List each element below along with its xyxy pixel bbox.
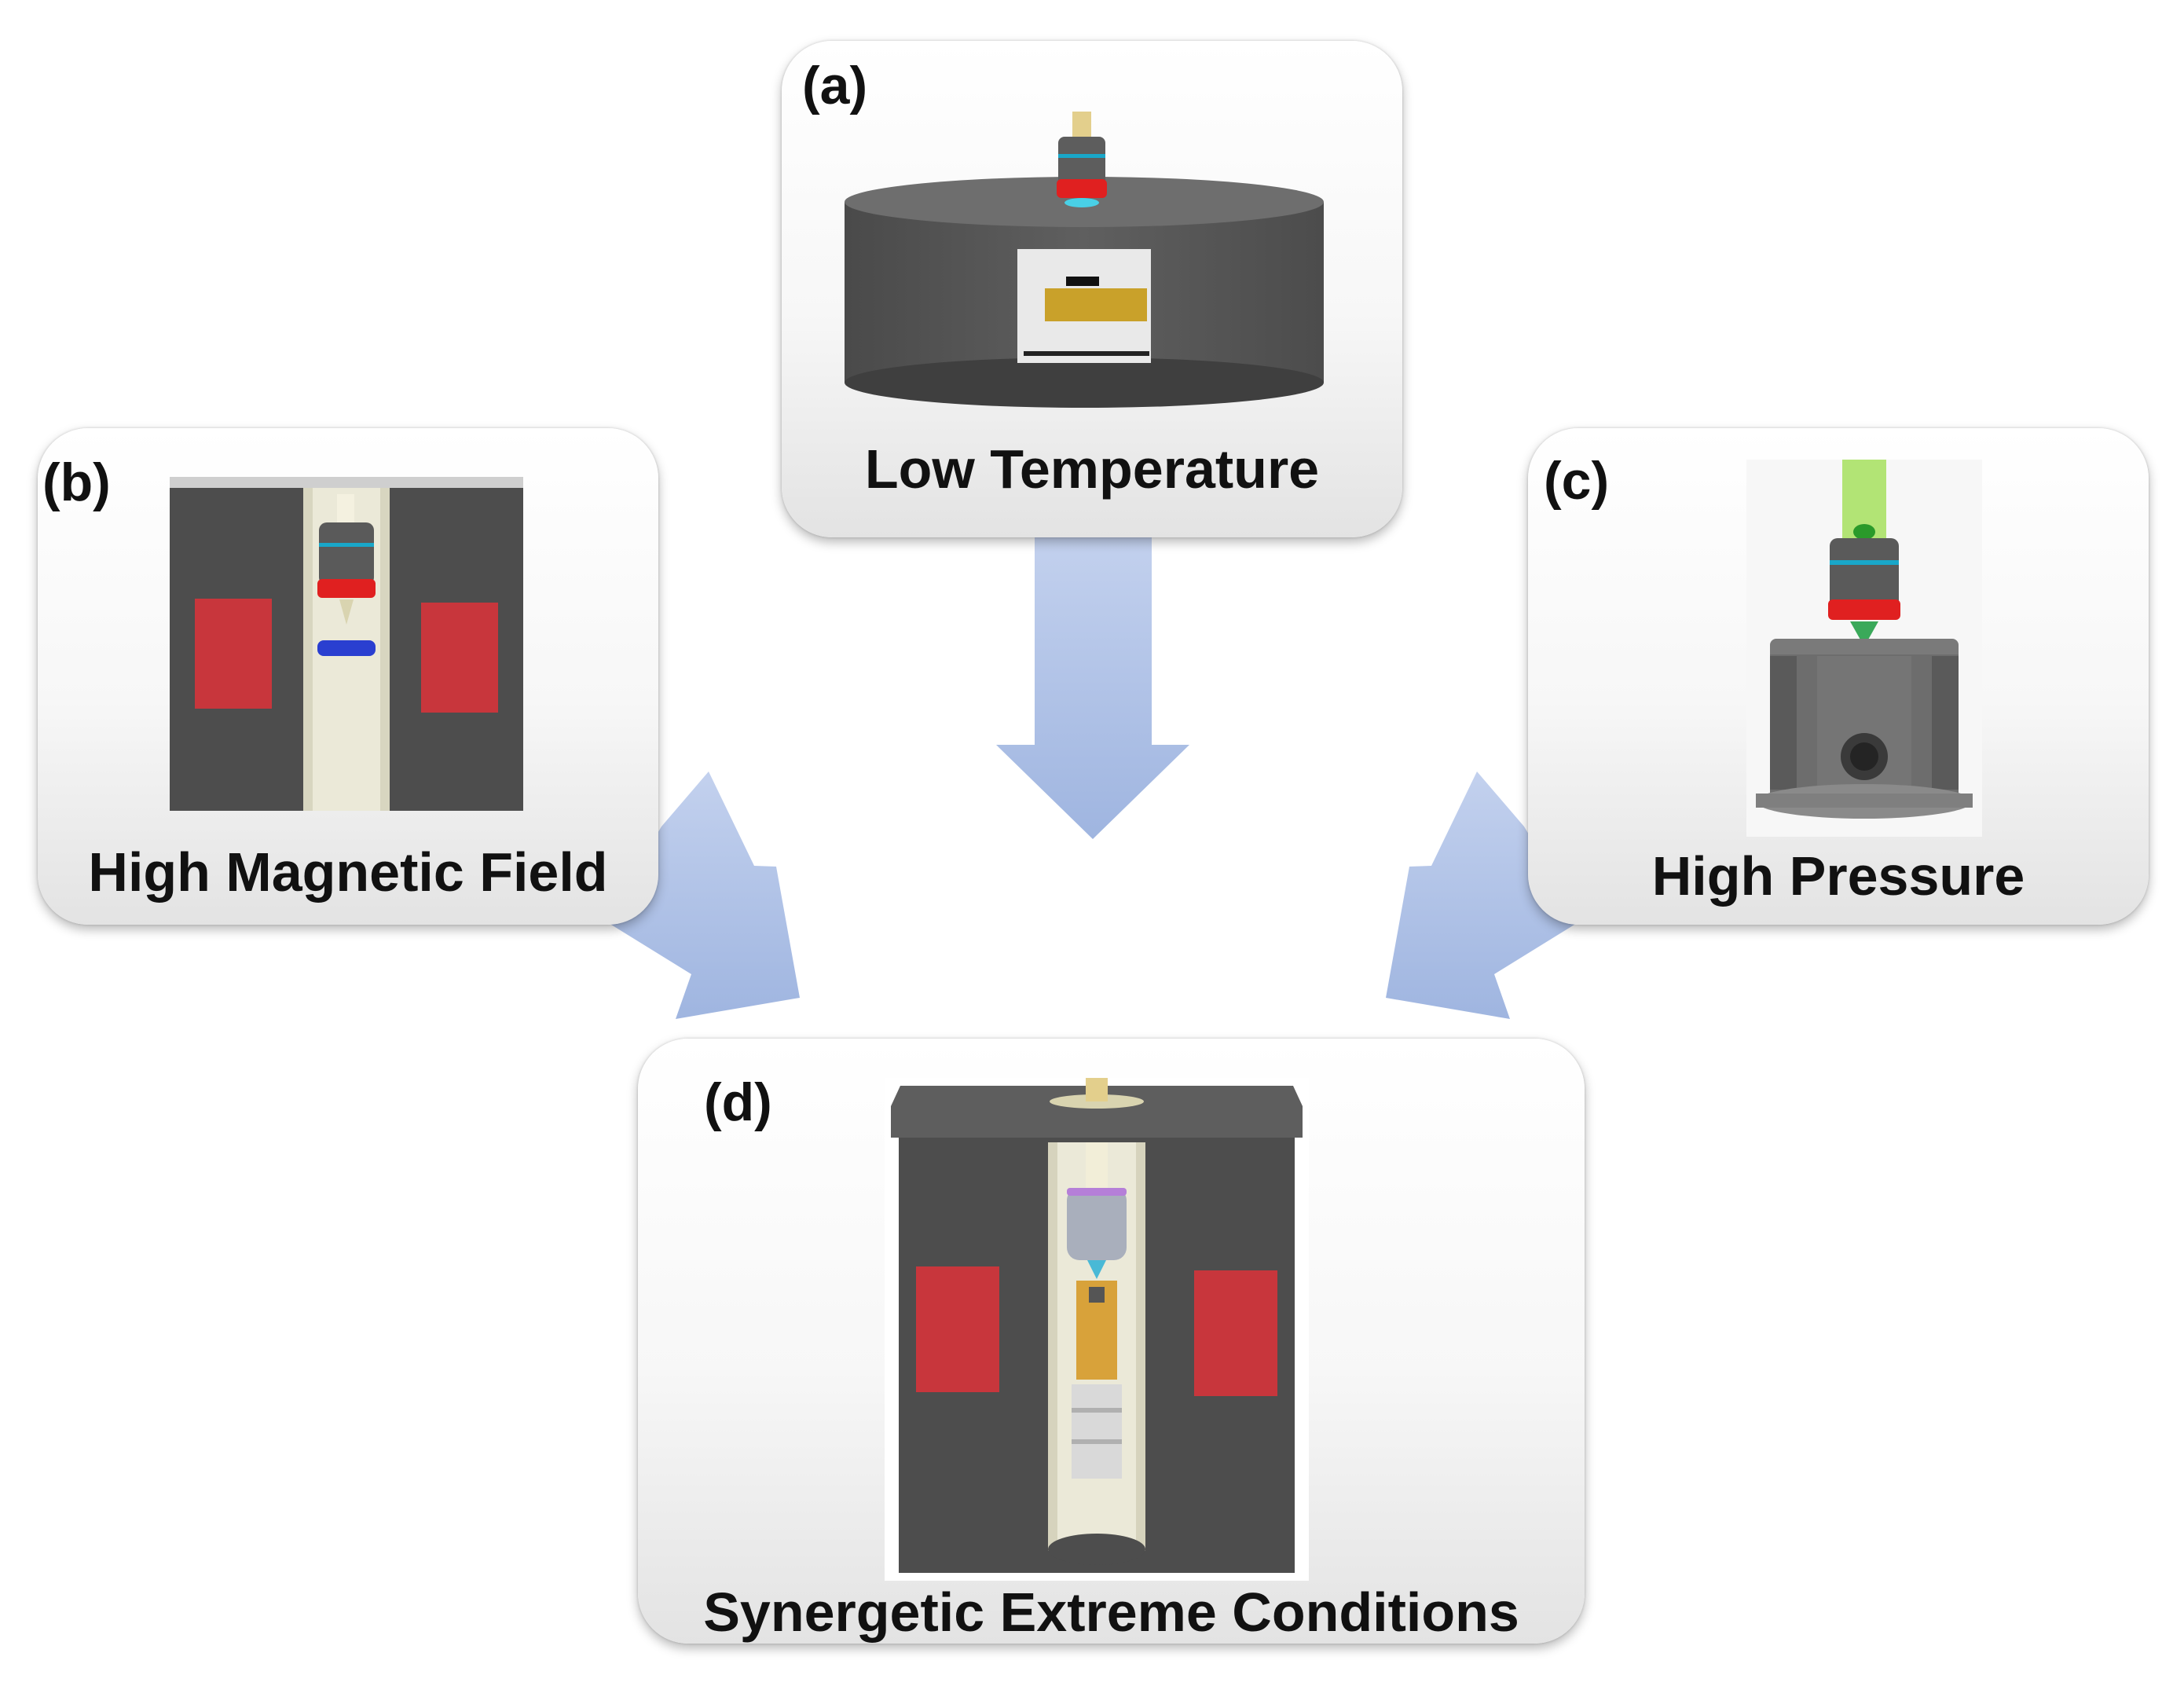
magnet-illustration [170,477,523,811]
caption-low-temperature: Low Temperature [864,438,1320,500]
panel-tag-c: (c) [1544,451,1610,511]
panel-tag-b: (b) [42,453,111,512]
caption-high-pressure: High Pressure [1651,845,2025,907]
caption-high-magnetic-field: High Magnetic Field [88,841,608,903]
panel-tag-a: (a) [802,56,868,115]
panel-tag-d: (d) [704,1072,772,1132]
caption-synergetic-extreme-conditions: Synergetic Extreme Conditions [703,1582,1519,1643]
panel-high-pressure: (c) High Pressure [1528,428,2149,925]
arrow-from-left [605,772,800,1019]
panel-synergetic-extreme-conditions: (d) Synergetic Extreme Conditions [638,1039,1585,1644]
arrow-down [996,534,1189,839]
panel-high-magnetic-field: (b) High Magnetic Field [38,428,658,925]
panel-low-temperature: (a) Low Temperature [782,41,1402,537]
pressure-cell-illustration [1746,460,1982,837]
arrow-from-right [1386,772,1581,1019]
cryostat-illustration [845,112,1324,408]
combined-apparatus-illustration [885,1078,1309,1581]
